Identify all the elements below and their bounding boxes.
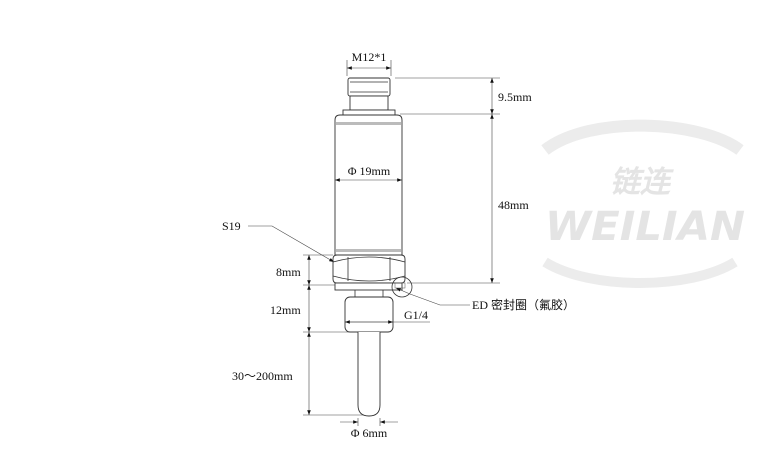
watermark-swoosh-top [541, 119, 744, 155]
label-hex-height: 8mm [276, 265, 301, 279]
watermark-logo: WEILIAN 链连 [541, 119, 745, 288]
seal-detail-circle [391, 276, 413, 298]
label-probe-length: 30～200mm [232, 369, 293, 383]
label-body-length: 48mm [498, 198, 529, 212]
connector [342, 77, 396, 116]
watermark-chinese: 链连 [610, 165, 674, 200]
watermark-latin: WEILIAN [545, 204, 745, 250]
watermark-swoosh-bottom [542, 257, 738, 288]
label-connector-height: 9.5mm [498, 90, 532, 104]
label-probe-diameter: Φ 6mm [351, 426, 388, 440]
label-body-diameter: Φ 19mm [348, 164, 391, 178]
label-thread: G1/4 [404, 308, 428, 322]
sensor-body [334, 114, 403, 256]
dimensions [248, 60, 500, 426]
hex-nut [332, 254, 413, 298]
probe [357, 332, 381, 417]
label-hex: S19 [222, 219, 241, 233]
thread-section [344, 296, 394, 333]
label-seal: ED 密封圈（氟胶） [472, 297, 575, 312]
label-thread-length: 12mm [270, 303, 301, 317]
label-thread-top: M12*1 [352, 50, 387, 64]
